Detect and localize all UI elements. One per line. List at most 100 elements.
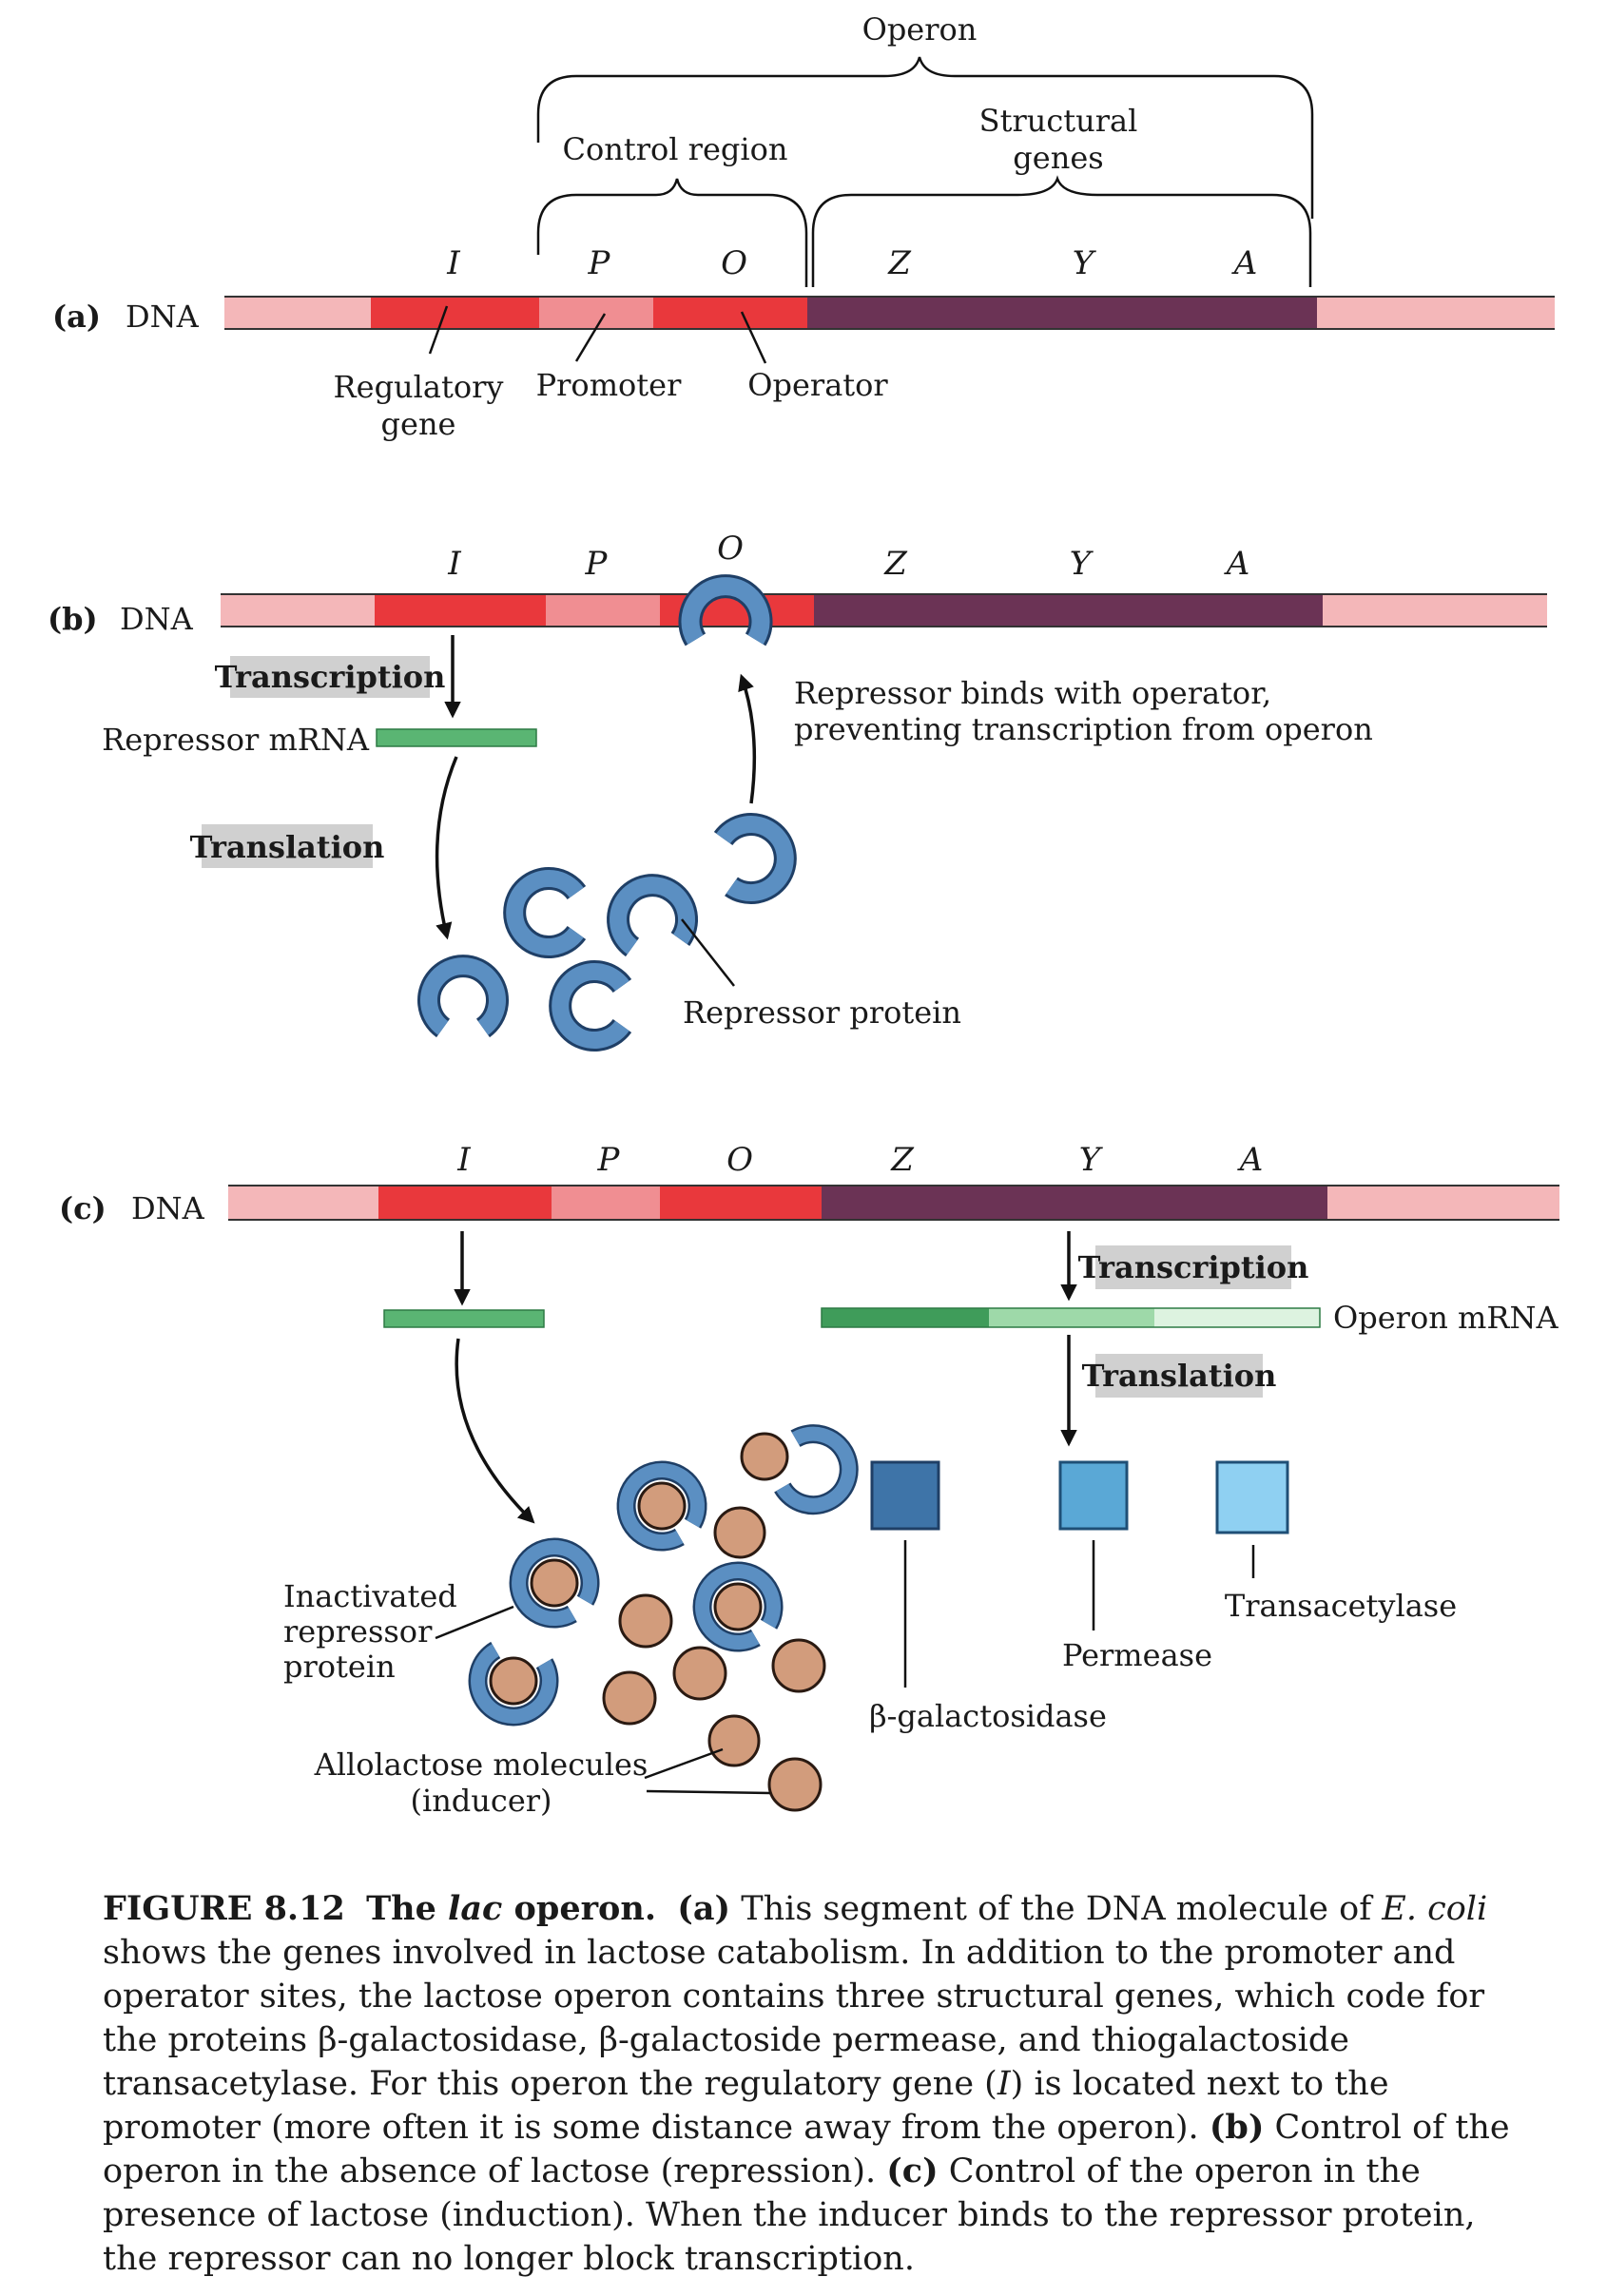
dna-segment-promoter: [546, 594, 660, 627]
translation-label-c: Translation: [1082, 1358, 1277, 1394]
panel-a-dna-label: DNA: [126, 299, 200, 335]
gene-label-a: A: [1231, 244, 1258, 282]
braces-a: [536, 56, 1314, 287]
gene-label-p: P: [597, 1141, 621, 1179]
beta-galactosidase-label: β-galactosidase: [869, 1698, 1107, 1734]
dna-strand-c: [228, 1185, 1559, 1221]
gene-label-i: I: [456, 1141, 471, 1179]
allolactose-molecule: [618, 1593, 673, 1649]
inactivated-repressor-protein: [468, 1641, 559, 1727]
transcription-box-b: [230, 656, 430, 698]
allolactose-molecule: [713, 1506, 766, 1559]
translation-arrow-b: [435, 756, 458, 940]
figure-caption: FIGURE 8.12 The lac operon. (a) This seg…: [103, 1887, 1529, 2281]
operon-label: Operon: [862, 11, 978, 48]
allolactose-molecules: [602, 1506, 826, 1812]
gene-label-z: Z: [887, 244, 912, 282]
inactivated-repressor-label-2: repressor: [283, 1613, 433, 1650]
repressor-binds-text-2: preventing transcription from operon: [794, 711, 1373, 747]
repressor-mrna-strand: [376, 728, 537, 747]
dna-segment-operator: [653, 297, 807, 329]
dna-segment-flank-right: [1317, 297, 1555, 329]
allolactose-leader-1: [644, 1747, 724, 1780]
allolactose-molecule: [602, 1670, 657, 1726]
structural-genes-label-2: genes: [1013, 140, 1103, 176]
allolactose-label-2: (inducer): [410, 1783, 552, 1819]
caption-part-c-text: Control of the operon in the presence of…: [103, 2152, 1476, 2278]
allolactose-molecule: [771, 1638, 826, 1693]
allolactose-label-1: Allolactose molecules: [314, 1746, 649, 1783]
dna-segment-regulatory-gene: [375, 594, 546, 627]
figure-title: The lac operon.: [366, 1889, 657, 1928]
inactivated-repressor-label-3: protein: [283, 1649, 396, 1685]
dna-segment-structural-genes: [822, 1186, 1327, 1220]
operon-mrna-z: [822, 1308, 989, 1327]
brace-structural-genes: [811, 175, 1312, 287]
gene-label-p: P: [588, 244, 611, 282]
caption-part-b-label: (b): [1209, 2108, 1265, 2147]
dna-segment-flank-left: [224, 297, 371, 329]
leader-lines-a: [428, 305, 767, 364]
allolactose-molecule: [707, 1714, 761, 1767]
allolactose-molecule: [767, 1757, 823, 1812]
dna-segment-flank-left: [221, 594, 375, 627]
caption-part-b-text: Control of the operon in the absence of …: [103, 2109, 1510, 2190]
beta-galactosidase-protein: [870, 1460, 940, 1531]
gene-label-i: I: [447, 545, 461, 583]
gene-label-o: O: [721, 244, 747, 282]
promoter-label: Promoter: [536, 367, 683, 403]
inactivated-repressor-leader: [435, 1605, 514, 1640]
repressor-binding-arrow: [738, 673, 757, 804]
gene-label-z: Z: [890, 1141, 915, 1179]
inactivated-repressor-protein: [740, 1424, 859, 1515]
repressor-protein-leader: [681, 918, 735, 987]
gene-label-y: Y: [1070, 545, 1094, 583]
figure-number: FIGURE 8.12: [103, 1889, 345, 1928]
repressor-binds-text-1: Repressor binds with operator,: [794, 675, 1271, 711]
repressor-protein: [417, 955, 509, 1038]
caption-part-c-label: (c): [886, 2151, 939, 2190]
bound-repressor-protein-fill: [681, 577, 770, 645]
repressor-protein: [549, 960, 632, 1052]
panel-b-dna-label: DNA: [120, 601, 194, 637]
lac-operon-diagram: (a) DNA I P O Z Y A Operon Control regio…: [48, 11, 1559, 1819]
permease-protein: [1058, 1460, 1129, 1531]
translation-label-b: Translation: [190, 829, 385, 865]
transcription-label-c: Transcription: [1078, 1249, 1309, 1285]
panel-b: (b) DNA I P O Z Y A Transcription Repres…: [48, 530, 1547, 1052]
inactivated-repressor-protein: [509, 1537, 600, 1629]
panel-c-label: (c): [59, 1190, 106, 1226]
repressor-protein: [607, 874, 698, 957]
dna-segment-promoter: [539, 297, 653, 329]
panel-b-label: (b): [48, 601, 98, 637]
dna-strand-b: [221, 593, 1547, 627]
transacetylase-label: Transacetylase: [1225, 1588, 1457, 1624]
inactivated-repressors: [468, 1424, 859, 1727]
allolactose-molecule: [672, 1646, 727, 1701]
brace-control-region: [536, 178, 808, 287]
gene-label-a: A: [1237, 1141, 1264, 1179]
gene-label-i: I: [446, 244, 460, 282]
regulatory-gene-label-2: gene: [381, 406, 456, 442]
inactivated-repressor-label-1: Inactivated: [283, 1578, 457, 1614]
repressor-protein-label: Repressor protein: [683, 994, 961, 1031]
control-region-label: Control region: [562, 131, 787, 167]
panel-a-label: (a): [52, 299, 101, 335]
transcription-label-b: Transcription: [215, 659, 446, 695]
enzyme-leader-lines: [903, 1540, 1255, 1688]
repressor-protein: [503, 867, 587, 958]
panel-a: (a) DNA I P O Z Y A Operon Control regio…: [52, 11, 1555, 442]
gene-label-y: Y: [1073, 244, 1097, 282]
operon-mrna-y: [989, 1308, 1154, 1327]
translation-arrow-c-left: [455, 1338, 535, 1524]
repressor-protein: [713, 813, 797, 904]
gene-label-a: A: [1224, 545, 1250, 583]
repressor-mrna-strand-c: [383, 1309, 545, 1328]
inactivated-repressor-protein: [692, 1561, 784, 1652]
operator-label: Operator: [747, 367, 888, 403]
brace-operon: [536, 56, 1314, 219]
dna-segment-flank-left: [228, 1186, 378, 1220]
dna-segment-structural-genes: [807, 297, 1317, 329]
permease-label: Permease: [1062, 1637, 1212, 1673]
dna-segment-promoter: [552, 1186, 660, 1220]
